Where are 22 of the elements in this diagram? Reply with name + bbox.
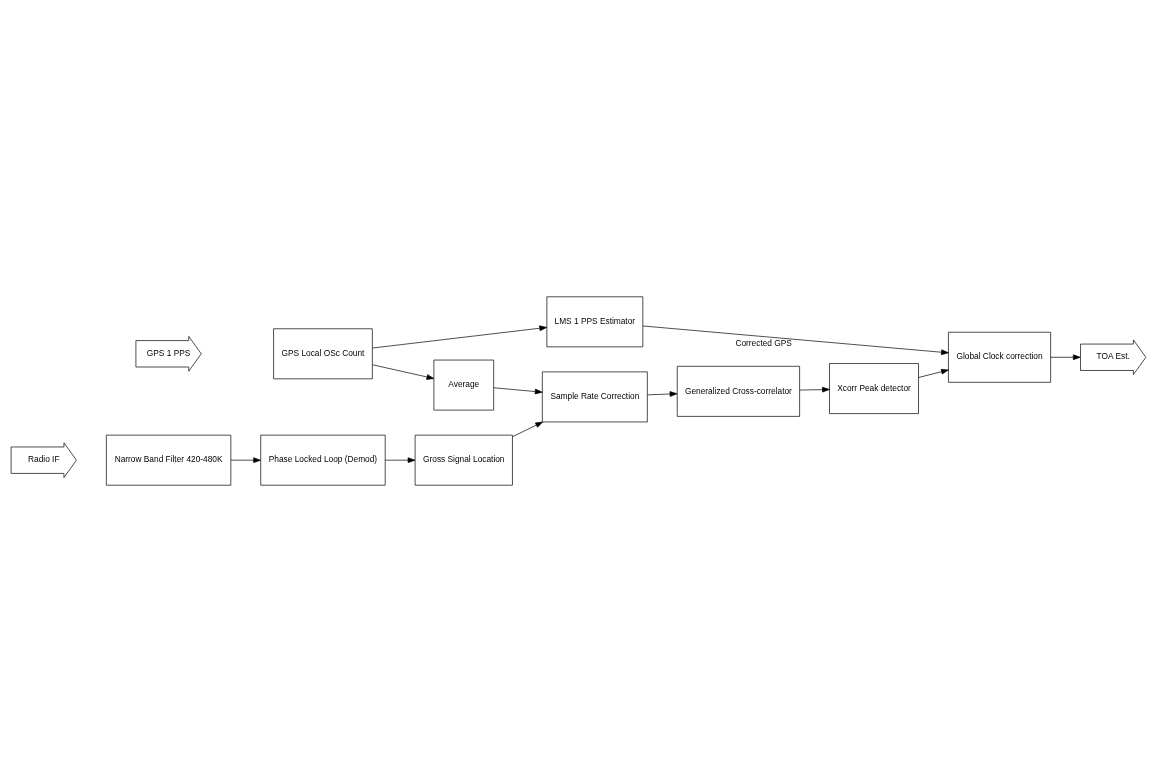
- arrow: [230, 457, 261, 463]
- arrow: [512, 421, 543, 438]
- node-box: Sample Rate Correction: [542, 371, 648, 423]
- arrow: [372, 325, 547, 349]
- node-box: Global Clock correction: [948, 331, 1051, 383]
- arrow: [799, 386, 830, 393]
- arrow: [384, 457, 416, 463]
- node-box: Generalized Cross-correlator: [676, 365, 800, 417]
- edge-label: Corrected GPS: [735, 337, 792, 348]
- arrow: [372, 364, 435, 380]
- arrow: [1050, 354, 1081, 361]
- arrow: [642, 325, 949, 355]
- node-box: Gross Signal Location: [414, 434, 513, 486]
- arrow: [493, 387, 543, 395]
- node-box: Narrow Band Filter 420-480K: [106, 434, 232, 486]
- arrow: [918, 368, 949, 378]
- node-box: Xcorr Peak detector: [829, 363, 919, 414]
- node-box: LMS 1 PPS Estimator: [546, 296, 644, 348]
- node-box: Average: [433, 359, 495, 411]
- arrow: [647, 391, 678, 397]
- node-box: Phase Locked Loop (Demod): [260, 434, 386, 486]
- node-box: GPS Local OSc Count: [273, 328, 373, 380]
